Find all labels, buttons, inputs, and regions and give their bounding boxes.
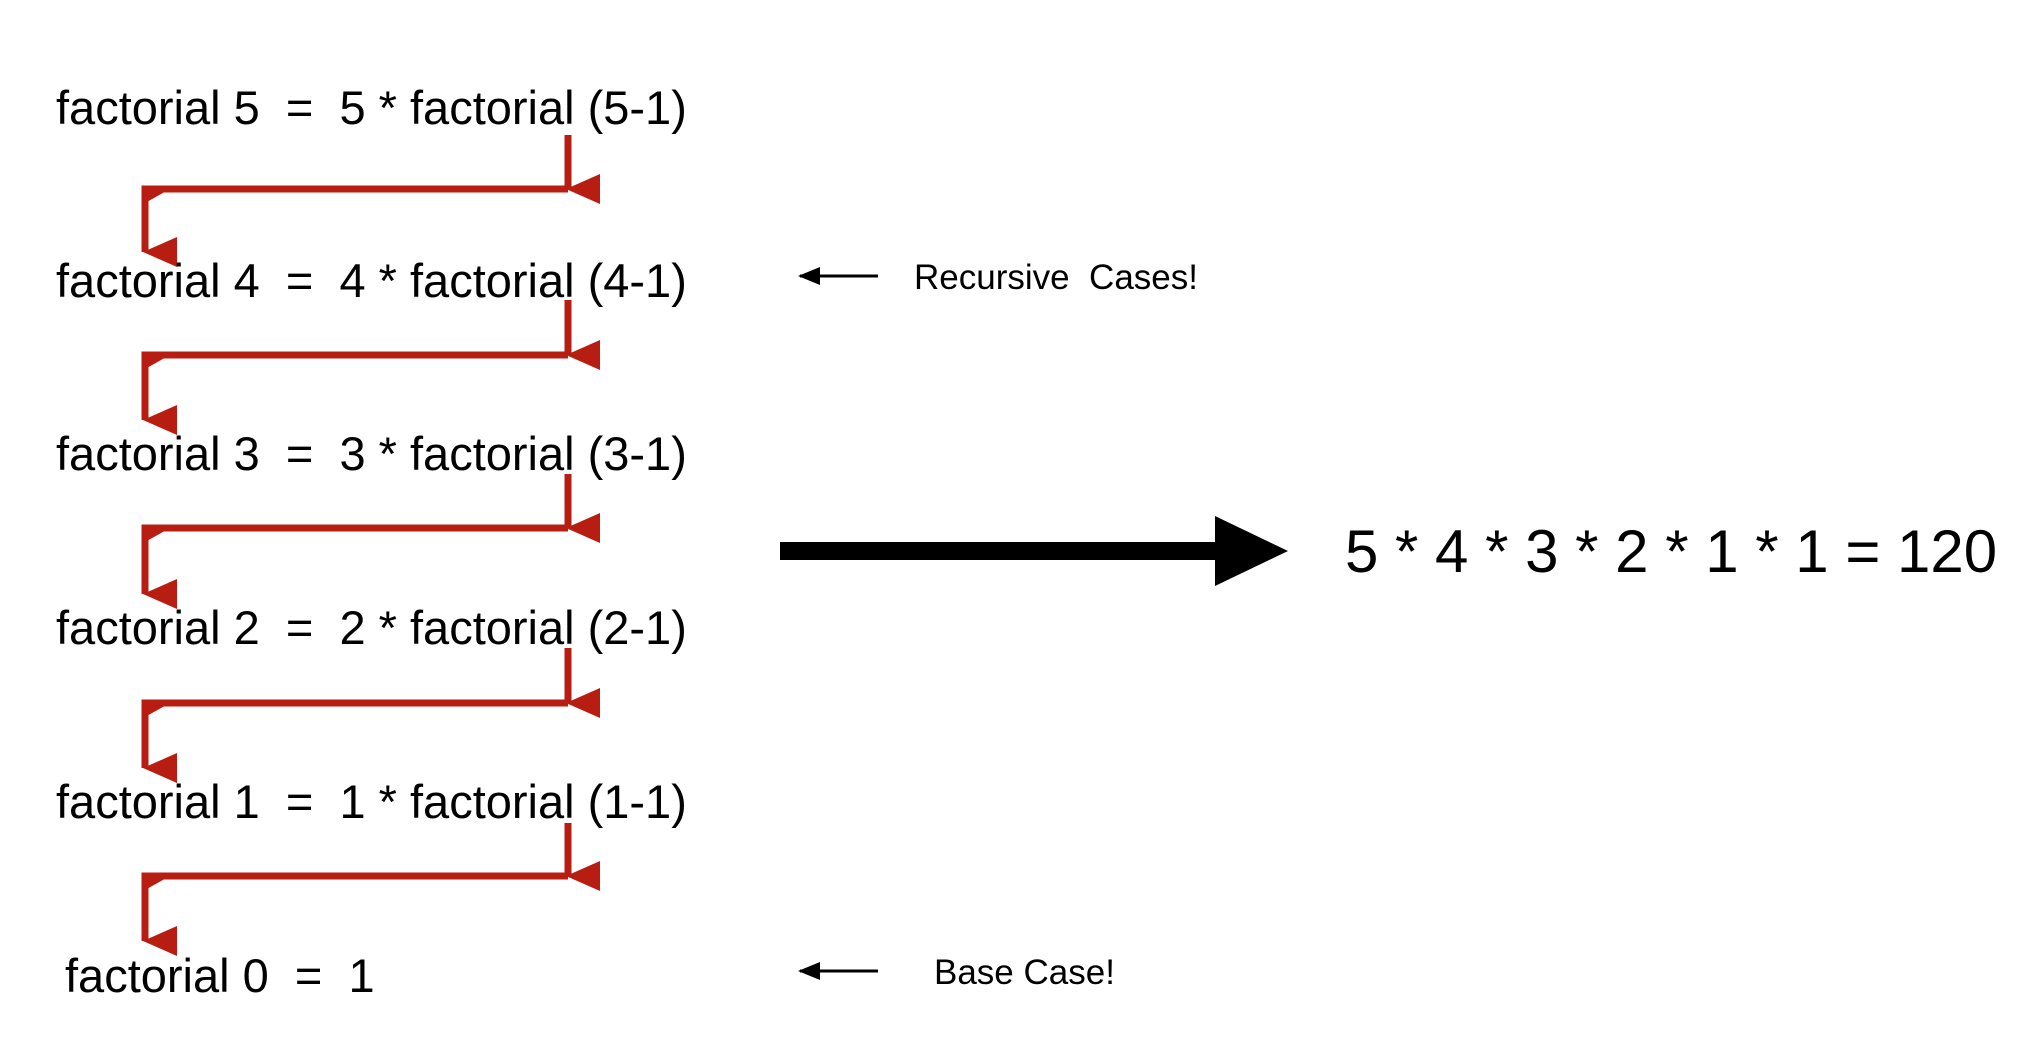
call-arrow-1-to-0: [141, 823, 600, 956]
equation-factorial-2: factorial 2 = 2 * factorial (2-1): [56, 601, 687, 654]
call-arrow-2-to-1: [141, 648, 600, 783]
equation-factorial-1: factorial 1 = 1 * factorial (1-1): [56, 775, 687, 828]
equation-factorial-0: factorial 0 = 1: [65, 949, 375, 1002]
equation-factorial-4: factorial 4 = 4 * factorial (4-1): [56, 254, 687, 307]
recursive-cases-label: Recursive Cases!: [914, 258, 1198, 297]
equation-factorial-3: factorial 3 = 3 * factorial (3-1): [56, 427, 687, 480]
result-expression: 5 * 4 * 3 * 2 * 1 * 1 = 120: [1345, 518, 1998, 585]
base-case-label: Base Case!: [934, 953, 1115, 992]
equation-factorial-5: factorial 5 = 5 * factorial (5-1): [56, 81, 687, 134]
call-arrow-5-to-4: [141, 135, 600, 267]
call-arrow-3-to-2: [141, 474, 600, 609]
result-arrow: [780, 516, 1288, 586]
call-arrow-4-to-3: [141, 300, 600, 435]
